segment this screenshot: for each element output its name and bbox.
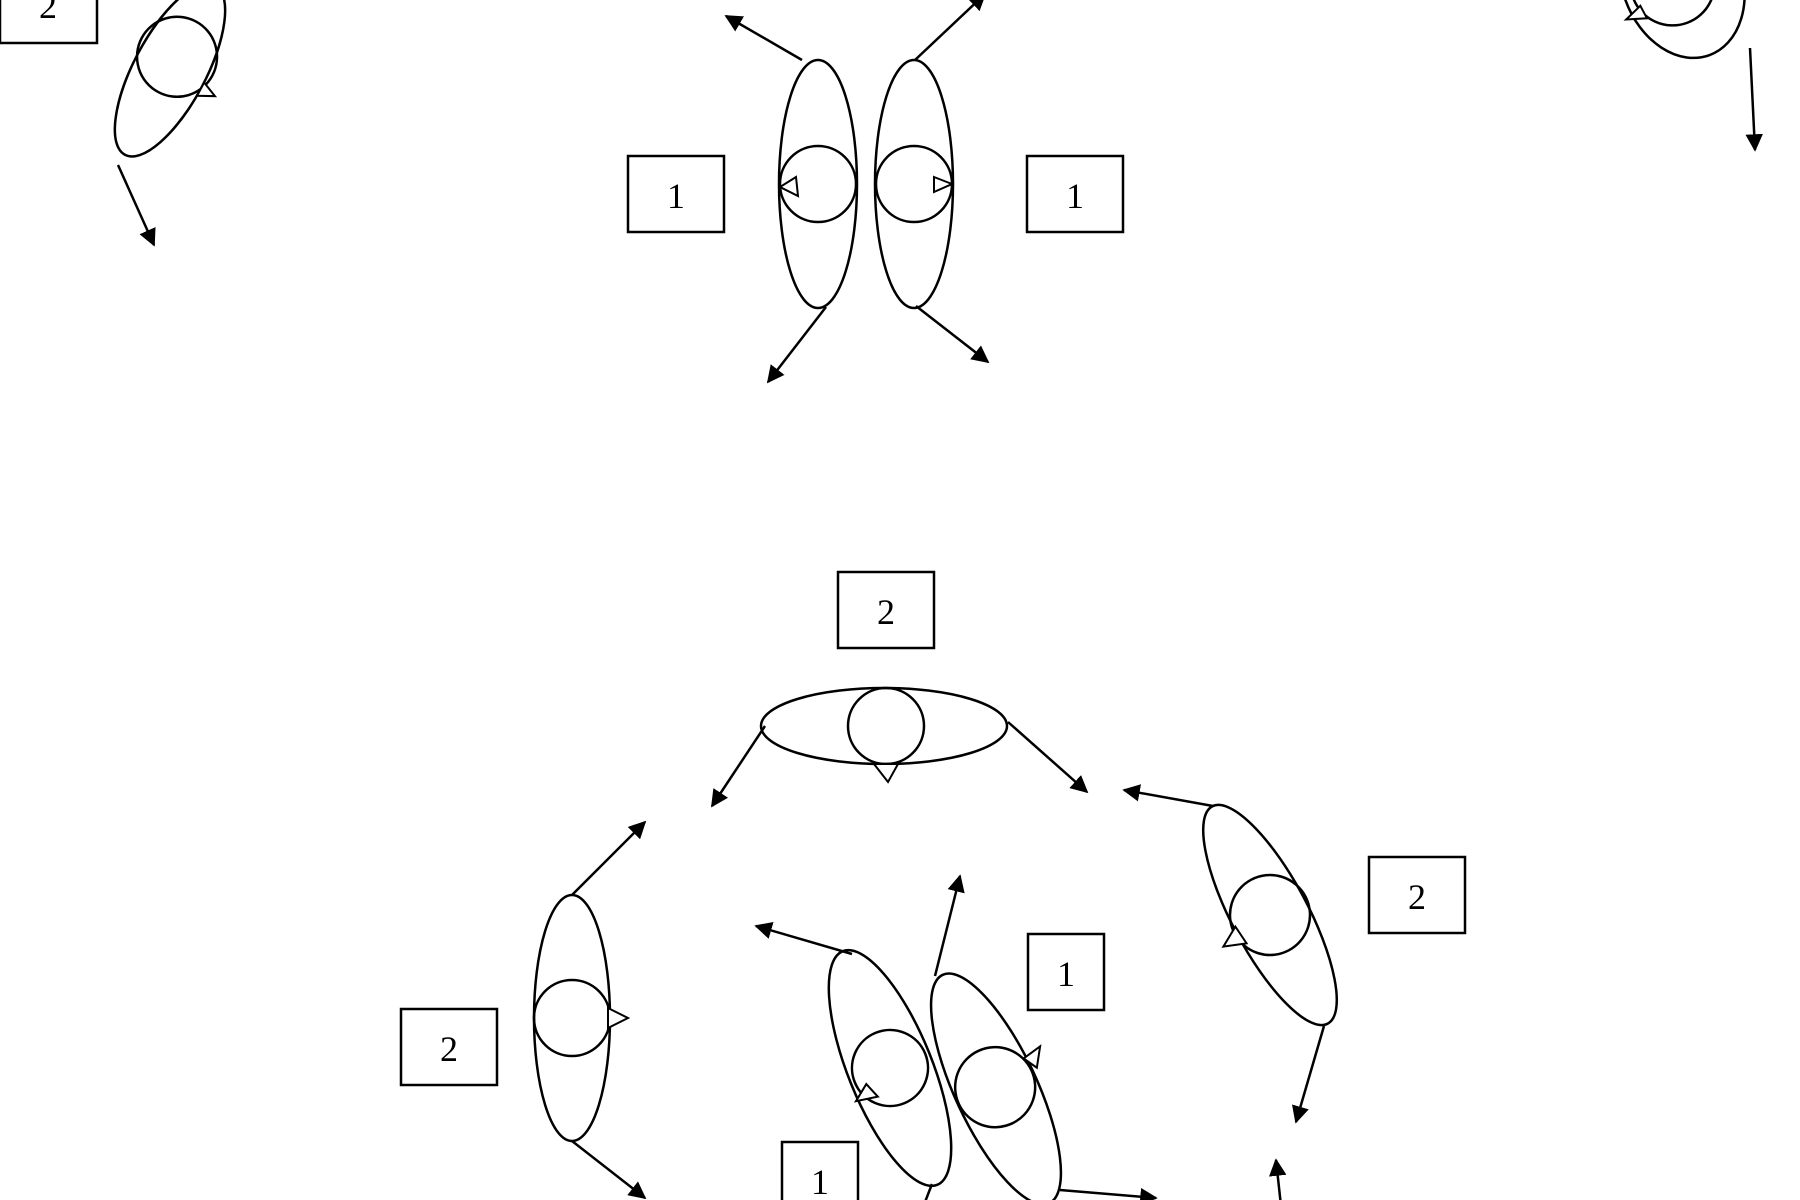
arrow-left [710, 725, 767, 808]
nose-triangle [871, 763, 900, 784]
head-circle [953, 1045, 1037, 1129]
arrow-up [933, 874, 965, 977]
nose-triangle [933, 175, 955, 194]
body-ellipse [1201, 803, 1339, 1027]
figure-bottom-center-left: 1 [754, 922, 953, 1200]
arrow-up [914, 0, 987, 61]
figure-top-center-left: 1 [626, 14, 859, 384]
label-box [399, 1007, 499, 1087]
arrow-up-left [754, 922, 853, 956]
figure-bottom-center-right: 1 [929, 874, 1158, 1200]
arrow-up [724, 14, 803, 62]
figure-bottom-top: 2 [710, 570, 1089, 808]
nose-triangle [195, 80, 218, 98]
head-circle [846, 686, 926, 766]
nose-triangle [777, 175, 800, 198]
label-text: 2 [877, 592, 895, 632]
arrow-up [571, 820, 647, 896]
figure-top-center-right: 1 [873, 0, 1125, 364]
body-ellipse [1618, 0, 1746, 60]
nose-triangle [1221, 924, 1249, 948]
arrow [1745, 47, 1763, 152]
arrow-right [1059, 1187, 1158, 1200]
figure-bottom-right: 2 [1122, 784, 1467, 1124]
label-text: 2 [440, 1029, 458, 1069]
arrow-up-stray [1269, 1158, 1287, 1200]
arrow-down [571, 1140, 647, 1200]
label-box [836, 570, 936, 650]
label-text: 2 [39, 0, 57, 26]
head-circle [850, 1028, 930, 1108]
figure-top-right [1618, 0, 1763, 152]
label-box [780, 1140, 860, 1200]
arrow-down [924, 1183, 934, 1200]
label-box [1026, 932, 1106, 1012]
body-ellipse [759, 686, 1009, 766]
nose-triangle [1623, 4, 1649, 21]
arrow-down [915, 305, 990, 364]
label-text: 1 [667, 176, 685, 216]
body-ellipse [113, 0, 227, 158]
head-circle [135, 15, 219, 99]
arrow-down [766, 306, 827, 384]
nose-triangle [607, 1006, 631, 1030]
label-text: 1 [811, 1162, 829, 1200]
label-text: 2 [1408, 877, 1426, 917]
arrow-down [1292, 1025, 1326, 1124]
arrow-right [1007, 721, 1089, 794]
label-text: 1 [1057, 954, 1075, 994]
label-box [1367, 855, 1467, 935]
arrow-up [1122, 784, 1214, 808]
label-text: 1 [1066, 176, 1084, 216]
label-box [1025, 154, 1125, 234]
arrow [116, 164, 156, 247]
figure-top-left: 2 [0, 0, 227, 247]
head-circle [532, 978, 612, 1058]
figure-bottom-left: 2 [399, 820, 647, 1200]
nose-triangle [1021, 1044, 1042, 1070]
head-circle [1629, 0, 1716, 27]
label-box [626, 154, 726, 234]
label-box [0, 0, 99, 45]
body-ellipse [532, 893, 612, 1143]
nose-triangle [853, 1082, 880, 1103]
head-circle [1228, 873, 1312, 957]
head-circle [778, 144, 858, 224]
